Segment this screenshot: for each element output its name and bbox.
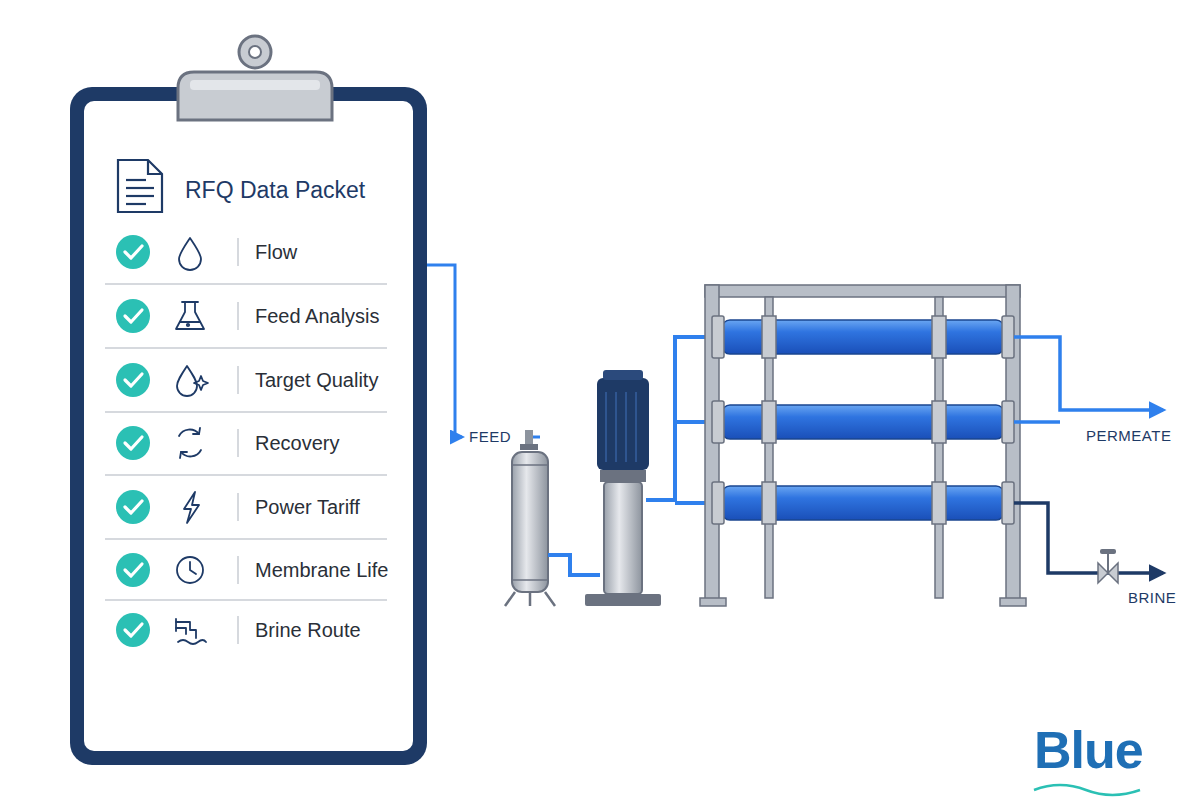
panel-title: RFQ Data Packet <box>185 177 365 204</box>
row-separators <box>105 238 387 644</box>
row-icons <box>176 238 208 644</box>
checklist-row: Recovery <box>65 415 365 471</box>
brand-logo: Blue <box>1034 722 1143 779</box>
permeate-line <box>1014 337 1163 410</box>
checklist-item: Target Quality <box>255 369 382 392</box>
checklist-row: Brine Route <box>65 602 371 658</box>
checklist-row: Target Quality <box>65 352 388 408</box>
logo-wave <box>1034 785 1140 795</box>
pump-suction-pipe <box>548 555 600 575</box>
pump <box>585 370 661 606</box>
checklist-item: Membrane Life <box>255 559 392 582</box>
clipboard <box>70 36 427 765</box>
membrane-rack <box>700 285 1026 606</box>
checklist-item: Brine Route <box>255 619 365 642</box>
brine-label: BRINE <box>1128 590 1176 607</box>
high-pressure-pipes <box>646 337 712 503</box>
checklist-item: Power Tariff <box>255 496 364 519</box>
brine-line <box>1014 503 1163 583</box>
filter-vessel <box>505 430 555 606</box>
checklist-item: Recovery <box>255 432 359 455</box>
checklist-item: Feed Analysis <box>255 305 384 328</box>
feed-line <box>427 265 462 437</box>
document-icon <box>118 160 162 212</box>
feed-label: FEED <box>469 429 511 446</box>
checklist-row: Flow <box>65 224 365 280</box>
permeate-branch <box>1014 420 1060 424</box>
checklist-row: Power Tariff <box>65 479 370 535</box>
checklist-row: Membrane Life <box>65 542 398 598</box>
membrane-vessels <box>712 316 1014 524</box>
checklist-item: Flow <box>255 241 359 264</box>
checklist-row: Feed Analysis <box>65 288 390 344</box>
clipboard-panel: RFQ Data PacketFlowFeed AnalysisTarget Q… <box>65 82 432 770</box>
permeate-label: PERMEATE <box>1086 428 1171 445</box>
check-marks <box>116 235 150 647</box>
